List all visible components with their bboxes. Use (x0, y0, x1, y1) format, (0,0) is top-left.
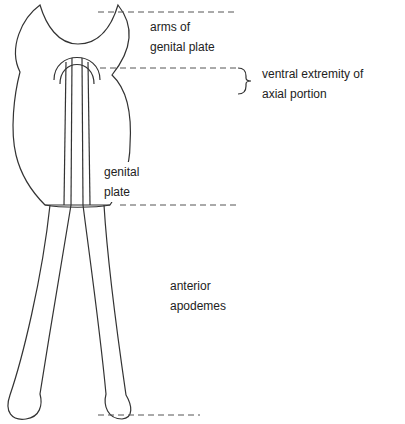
dashed-level-line (98, 415, 200, 416)
part-label: anterior apodemes (170, 276, 234, 316)
plate-suture (45, 205, 110, 207)
left-apodeme (8, 205, 71, 419)
axial-line (88, 62, 90, 205)
plate-outline (8, 5, 131, 419)
axial-line (71, 58, 72, 205)
dashed-level-line (120, 205, 238, 206)
dashed-level-line (98, 12, 238, 13)
axial-line (64, 62, 66, 205)
right-apodeme (83, 205, 131, 419)
dashed-level-line (100, 68, 238, 69)
part-label: arms of genital plate (150, 17, 226, 57)
axial-line (82, 58, 83, 205)
level-lines (98, 12, 238, 415)
brace (238, 68, 251, 94)
axial-arch-inner (60, 65, 94, 85)
part-label: ventral extremity of axial portion (262, 64, 366, 104)
part-label: genital plate (102, 162, 154, 202)
